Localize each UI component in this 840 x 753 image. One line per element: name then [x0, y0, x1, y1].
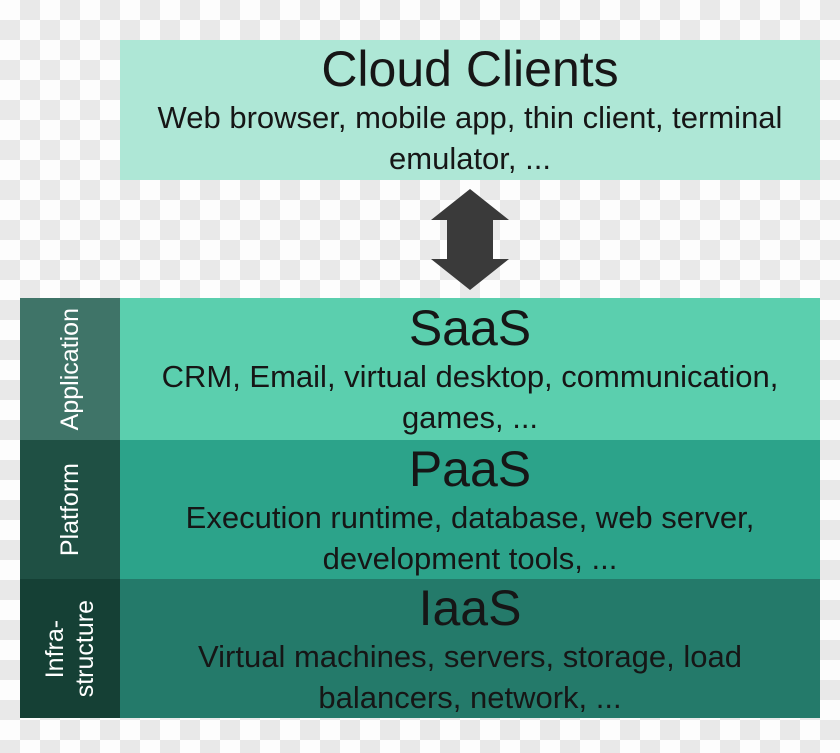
cloud-clients-subtitle-line1: Web browser, mobile app, thin client, te…: [157, 100, 783, 135]
iaas-main-area: IaaS Virtual machines, servers, storage,…: [120, 579, 820, 718]
application-label-line: Application: [56, 307, 84, 431]
platform-label: Platform: [55, 463, 85, 556]
iaas-layer-row: Infra- structure IaaS Virtual machines, …: [20, 579, 820, 718]
paas-subtitle-line1: Execution runtime, database, web server,: [185, 499, 755, 535]
platform-label-line: Platform: [56, 462, 84, 557]
cloud-clients-title: Cloud Clients: [321, 41, 619, 97]
infrastructure-label-line1: Infra-: [41, 619, 69, 678]
saas-title: SaaS: [408, 300, 532, 356]
infrastructure-label: Infra- structure: [40, 600, 100, 697]
application-label: Application: [55, 308, 85, 430]
paas-main-area: PaaS Execution runtime, database, web se…: [120, 440, 820, 579]
bidirectional-arrow-icon: [431, 189, 509, 290]
saas-layer-row: Application SaaS CRM, Email, virtual des…: [20, 298, 820, 440]
iaas-title: IaaS: [418, 579, 522, 636]
saas-subtitle-line1: CRM, Email, virtual desktop, communicati…: [161, 359, 779, 394]
paas-subtitle-line2: development tools, ...: [322, 540, 618, 576]
saas-subtitle-line2: games, ...: [401, 400, 539, 435]
infrastructure-label-line2: structure: [71, 599, 99, 698]
paas-sidebar-platform: Platform: [20, 440, 120, 579]
paas-title: PaaS: [408, 440, 532, 497]
cloud-clients-subtitle-line2: emulator, ...: [389, 141, 551, 176]
cloud-clients-box: Cloud Clients Web browser, mobile app, t…: [120, 40, 820, 180]
iaas-subtitle-line2: balancers, network, ...: [318, 679, 622, 715]
service-layers-stack: Application SaaS CRM, Email, virtual des…: [20, 298, 820, 718]
saas-main-area: SaaS CRM, Email, virtual desktop, commun…: [120, 298, 820, 440]
iaas-sidebar-infrastructure: Infra- structure: [20, 579, 120, 718]
paas-layer-row: Platform PaaS Execution runtime, databas…: [20, 440, 820, 579]
iaas-subtitle-line1: Virtual machines, servers, storage, load: [198, 638, 742, 674]
saas-sidebar-application: Application: [20, 298, 120, 440]
